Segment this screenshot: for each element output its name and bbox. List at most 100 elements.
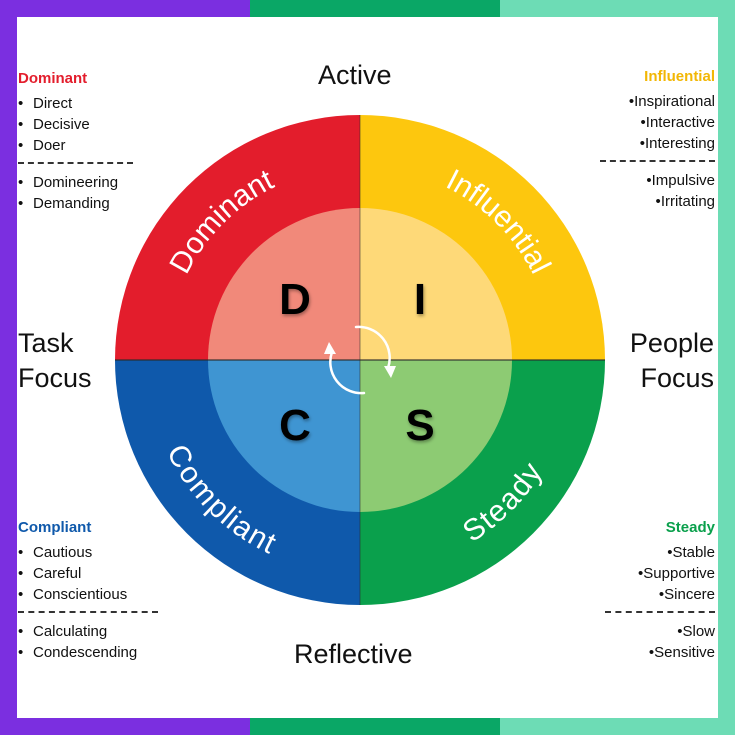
bullet-icon: • <box>628 93 635 110</box>
bullet-icon: • <box>18 623 24 640</box>
axis-label-active: Active <box>318 60 392 90</box>
trait-text: Slow <box>682 623 715 640</box>
trait-item: •Sincere <box>605 584 715 605</box>
traits-steady-title: Steady <box>665 519 715 536</box>
frame-strip-left <box>0 17 17 718</box>
traits-steady-negative: •Slow•Sensitive <box>605 621 715 663</box>
trait-item: •Conscientious <box>18 584 158 605</box>
trait-item: •Interactive <box>600 112 715 133</box>
trait-item: • Decisive <box>18 114 133 135</box>
trait-item: •Inspirational <box>600 91 715 112</box>
bullet-icon: • <box>639 135 645 152</box>
trait-text: Direct <box>33 95 73 112</box>
bullet-icon: • <box>646 172 652 189</box>
traits-compliant-title: Compliant <box>18 519 92 536</box>
frame-strip-top-middle <box>250 0 500 17</box>
trait-item: •Slow <box>605 621 715 642</box>
traits-compliant-positive: • Cautious • Careful •Conscientious <box>18 542 158 605</box>
traits-compliant-negative: •Calculating•Condescending <box>18 621 158 663</box>
traits-steady-positive: •Stable•Supportive•Sincere <box>605 542 715 605</box>
traits-influential-divider <box>600 160 715 163</box>
quadrant-influential-inner <box>360 208 512 360</box>
traits-influential-positive: •Inspirational•Interactive•Interesting <box>600 91 715 154</box>
trait-text: Conscientious <box>33 586 128 603</box>
trait-text: Impulsive <box>651 172 715 189</box>
bullet-icon: • <box>18 565 24 582</box>
letter-d: D <box>279 275 311 324</box>
traits-compliant-divider <box>18 611 158 614</box>
axis-label-reflective: Reflective <box>294 639 413 669</box>
trait-item: • Domineering <box>18 172 133 193</box>
trait-item: • Careful <box>18 563 158 584</box>
axis-label-task-focus: Task Focus <box>18 326 92 396</box>
trait-text: Demanding <box>33 195 110 212</box>
bullet-icon: • <box>18 137 24 154</box>
trait-item: •Stable <box>605 542 715 563</box>
quadrant-compliant-inner <box>208 360 360 512</box>
traits-dominant-divider <box>18 162 133 165</box>
traits-compliant: Compliant •Cautious•Careful•Conscientiou… <box>18 519 158 663</box>
bullet-icon: • <box>18 174 24 191</box>
trait-item: • Direct <box>18 93 133 114</box>
bullet-icon: • <box>18 116 24 133</box>
trait-item: •Calculating <box>18 621 158 642</box>
trait-text: Doer <box>33 137 66 154</box>
bullet-icon: • <box>640 114 646 131</box>
frame-strip-top-left <box>0 0 250 17</box>
traits-dominant: Dominant • Direct • Decisive • Doer • Domineer… <box>18 70 133 214</box>
bullet-icon: • <box>667 544 673 561</box>
trait-text: Interactive <box>645 114 715 131</box>
letter-s: S <box>405 401 434 450</box>
traits-steady-divider <box>605 611 715 614</box>
traits-influential-negative: •Impulsive•Irritating <box>600 170 715 212</box>
trait-item: •Impulsive <box>600 170 715 191</box>
bullet-icon: • <box>18 644 24 661</box>
bullet-icon: • <box>18 95 24 112</box>
axis-label-people-line1: People <box>629 328 714 358</box>
axis-label-task-line1: Task <box>18 328 74 358</box>
trait-item: •Irritating <box>600 191 715 212</box>
frame-strip-bottom-left <box>0 718 250 735</box>
trait-text: Inspirational <box>634 93 715 110</box>
trait-item: • Condescending <box>18 642 158 663</box>
traits-influential-title: Influential <box>644 68 715 85</box>
letter-i: I <box>414 275 426 324</box>
frame-strip-bottom-middle <box>250 718 500 735</box>
bullet-icon: • <box>18 195 24 212</box>
trait-item: •Supportive <box>605 563 715 584</box>
traits-dominant-negative: • Domineering • Demanding <box>18 172 133 214</box>
bullet-icon: • <box>18 544 24 561</box>
trait-text: Interesting <box>644 135 715 152</box>
quadrant-steady-inner <box>360 360 512 512</box>
trait-text: Stable <box>672 544 715 561</box>
axis-label-people-line2: Focus <box>640 363 714 393</box>
frame-strip-top-right <box>500 0 735 17</box>
trait-text: Domineering <box>33 174 119 191</box>
bullet-icon: • <box>655 193 661 210</box>
trait-item: •Sensitive <box>605 642 715 663</box>
trait-item: • Doer <box>18 135 133 156</box>
traits-steady: Steady •Stable•Supportive•Sincere •Slow•… <box>605 519 715 663</box>
axis-label-people-focus: People Focus <box>630 326 714 396</box>
trait-item: • Cautious <box>18 542 158 563</box>
trait-text: Sensitive <box>654 644 715 661</box>
trait-text: Careful <box>33 565 82 582</box>
letter-c: C <box>279 401 311 450</box>
trait-text: Condescending <box>33 644 138 661</box>
cycle-arrows-icon <box>324 325 396 395</box>
bullet-icon: • <box>648 644 655 661</box>
trait-text: Decisive <box>33 116 90 133</box>
trait-text: Sincere <box>664 586 715 603</box>
traits-dominant-positive: • Direct • Decisive • Doer <box>18 93 133 156</box>
trait-item: • Demanding <box>18 193 133 214</box>
bullet-icon: • <box>638 565 644 582</box>
bullet-icon: • <box>658 586 665 603</box>
traits-influential: Influential •Inspirational•Interactive•I… <box>600 68 715 212</box>
trait-text: Supportive <box>643 565 715 582</box>
traits-dominant-title: Dominant <box>18 70 88 87</box>
axis-label-task-line2: Focus <box>18 363 92 393</box>
frame-strip-right <box>718 17 735 718</box>
frame-strip-bottom-right <box>500 718 735 735</box>
trait-text: Cautious <box>33 544 93 561</box>
